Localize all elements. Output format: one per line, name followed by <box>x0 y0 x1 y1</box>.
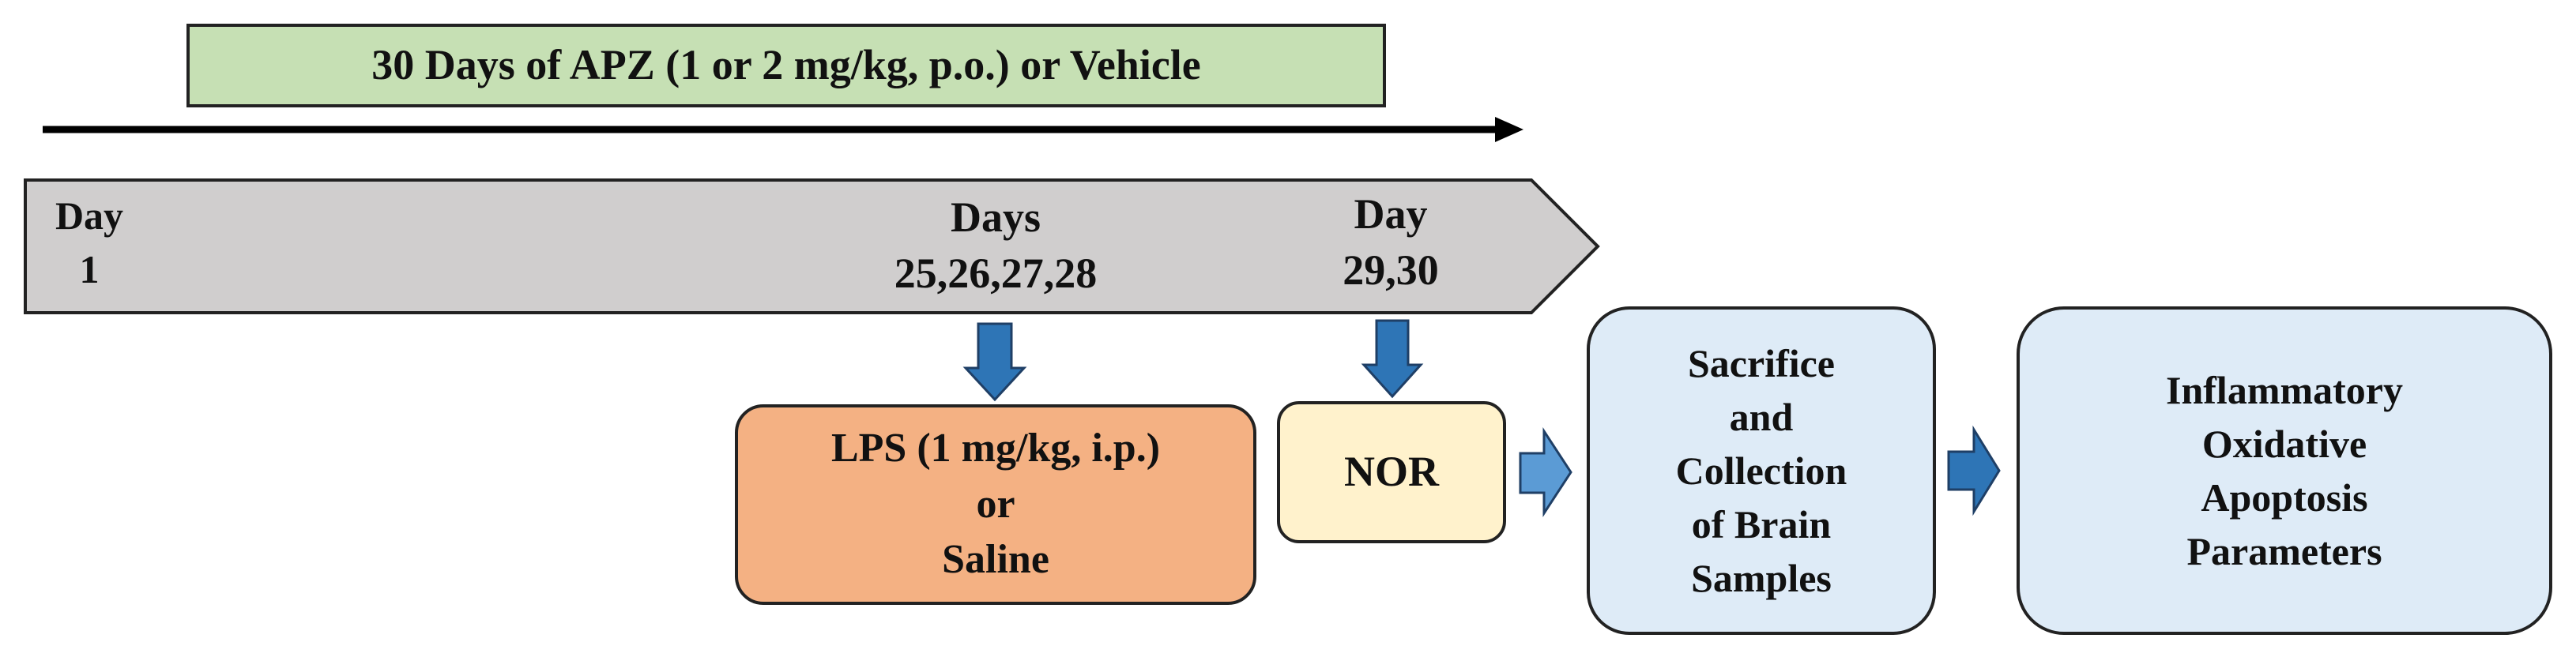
parameters-label: Inflammatory Oxidative Apoptosis Paramet… <box>2166 368 2403 573</box>
timeline-label-days-29-30: Day 29,30 <box>1343 190 1439 295</box>
timeline-label-day1: Day 1 <box>55 193 124 291</box>
down-arrow-nor <box>1361 319 1424 399</box>
sacrifice-label: Sacrifice and Collection of Brain Sample… <box>1675 341 1847 600</box>
parameters-box: Inflammatory Oxidative Apoptosis Paramet… <box>2017 306 2552 635</box>
timeline-label-days-25-28: Days 25,26,27,28 <box>894 193 1098 298</box>
nor-label: NOR <box>1344 448 1439 496</box>
block-arrow-to-sacrifice <box>1519 426 1572 518</box>
lps-label: LPS (1 mg/kg, i.p.) or Saline <box>830 425 1161 583</box>
block-arrow-to-parameters <box>1947 425 2001 516</box>
treatment-banner: 30 Days of APZ (1 or 2 mg/kg, p.o.) or V… <box>186 24 1386 107</box>
down-arrow-lps <box>962 322 1027 402</box>
timeline-bar <box>24 178 1600 314</box>
duration-arrow <box>43 117 1523 142</box>
treatment-label: 30 Days of APZ (1 or 2 mg/kg, p.o.) or V… <box>371 41 1201 89</box>
lps-box: LPS (1 mg/kg, i.p.) or Saline <box>735 404 1256 605</box>
sacrifice-box: Sacrifice and Collection of Brain Sample… <box>1587 306 1936 635</box>
nor-box: NOR <box>1277 401 1506 543</box>
